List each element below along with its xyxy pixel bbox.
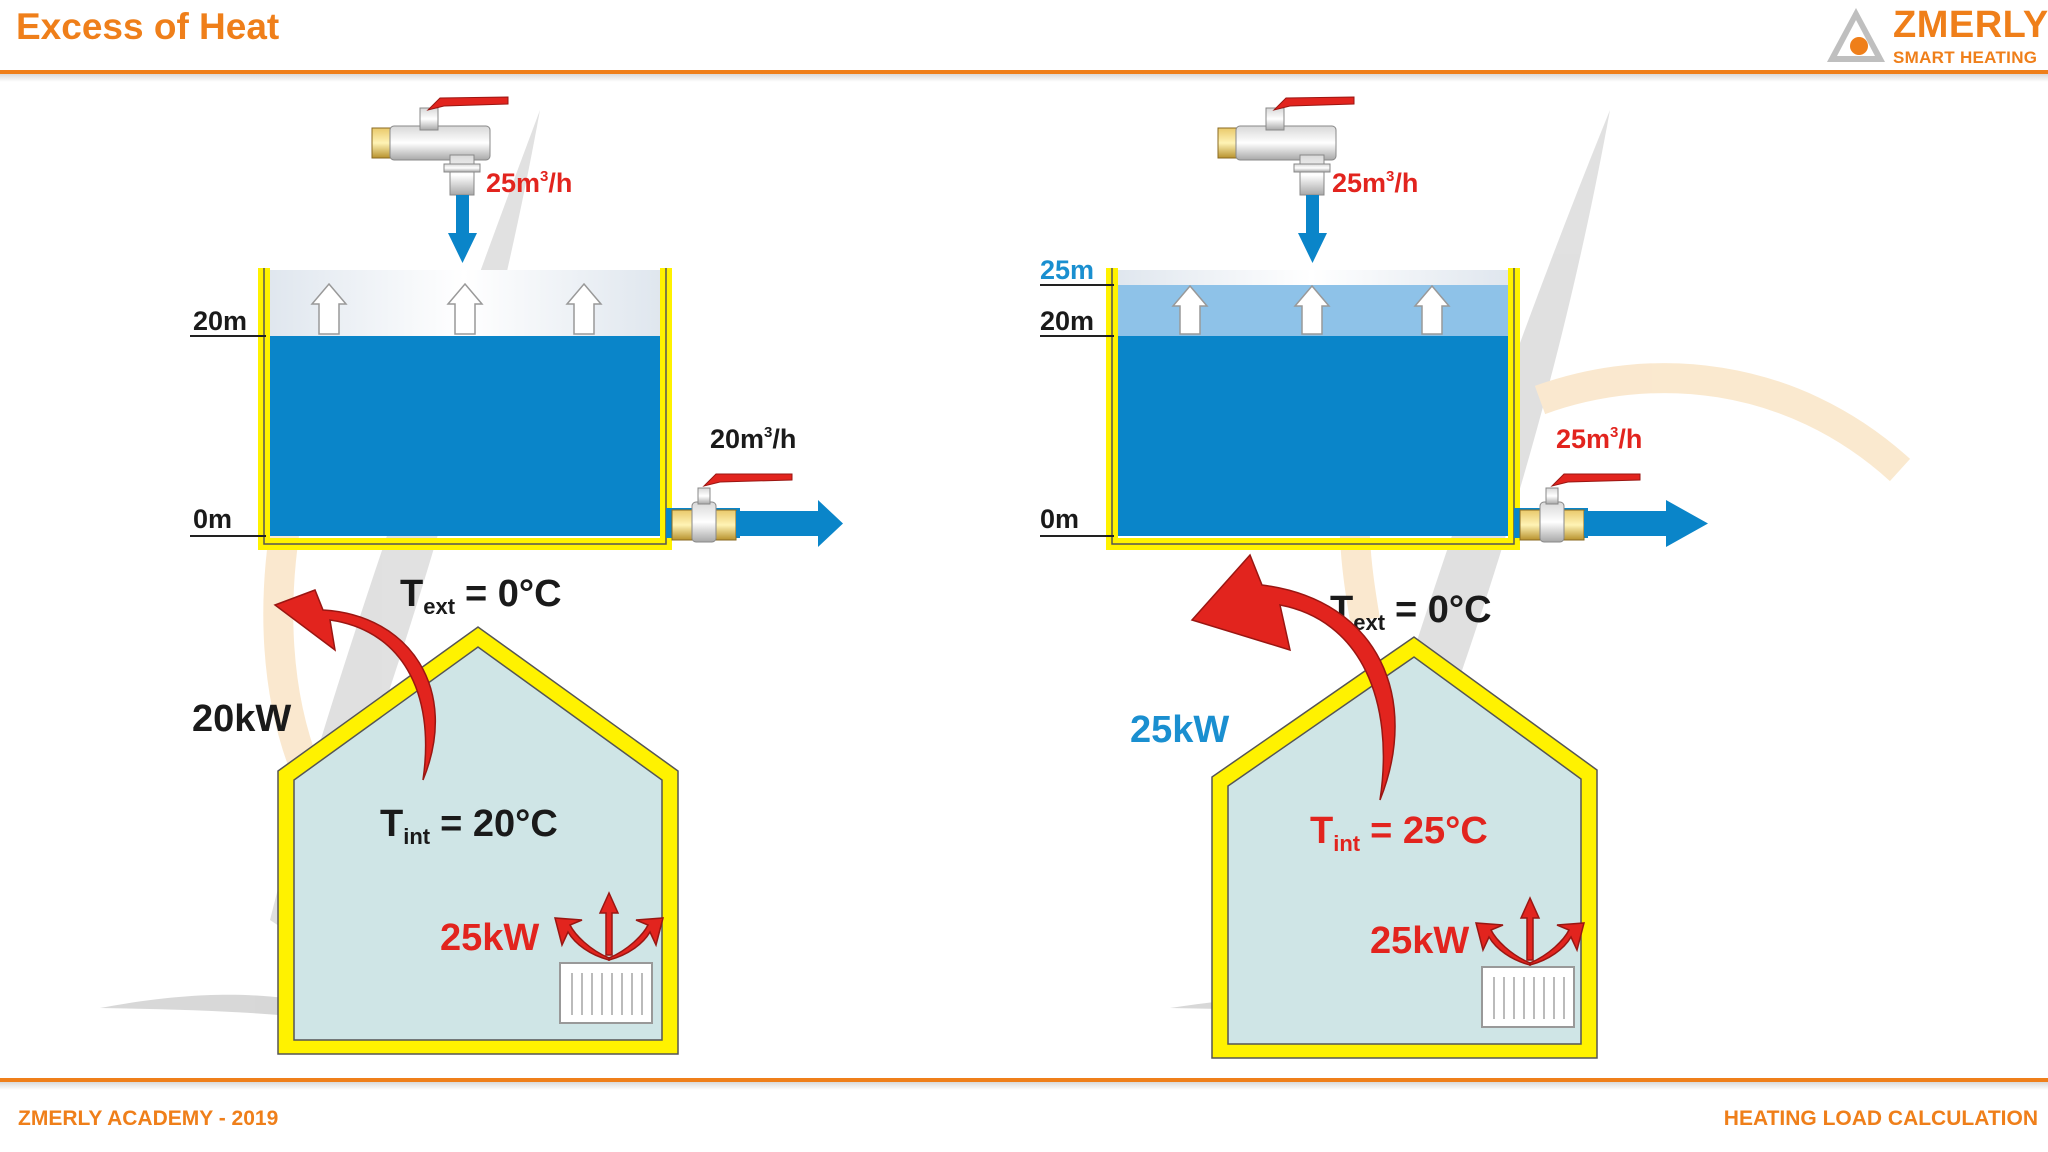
left-outflow-stream — [736, 511, 820, 536]
left-outflow-arrow — [818, 500, 843, 547]
right-tank-water — [1114, 336, 1510, 536]
left-panel: 20m 0m 25m3/h 20m3/h Text= 0°C 20kW Tint… — [190, 96, 843, 1055]
left-t-ext-label: Text= 0°C — [400, 573, 562, 619]
right-heat-loss-arrow — [1190, 553, 1396, 801]
footer-academy: ZMERLY ACADEMY - 2019 — [18, 1107, 279, 1130]
zmerly-logo: ZMERLY SMART HEATING — [1823, 4, 2048, 67]
left-faucet-icon — [371, 96, 509, 196]
left-heat-loss-label: 20kW — [192, 698, 291, 740]
left-rise-arrows — [310, 282, 603, 335]
left-outflow-label: 20m3/h — [710, 424, 796, 454]
right-outlet-valve-icon — [1514, 473, 1641, 543]
right-level-overflow-label: 25m — [1040, 255, 1094, 285]
left-tank-water — [266, 336, 662, 536]
header-rule — [0, 70, 2048, 74]
left-inflow-label: 25m3/h — [486, 168, 572, 198]
right-outflow-label: 25m3/h — [1556, 424, 1642, 454]
right-inflow-stream — [1306, 195, 1319, 233]
right-t-int-label: Tint= 25°C — [1310, 810, 1488, 856]
right-level-top-label: 20m — [1040, 306, 1094, 336]
logo-tagline: SMART HEATING — [1893, 48, 2038, 67]
right-inflow-label: 25m3/h — [1332, 168, 1418, 198]
left-heat-input-label: 25kW — [440, 917, 539, 959]
left-inflow-stream — [456, 195, 469, 233]
footer-rule — [0, 1078, 2048, 1082]
left-outlet-valve-icon — [666, 473, 793, 543]
page-title: Excess of Heat — [16, 6, 280, 47]
right-heat-emit-arrows — [1475, 896, 1585, 966]
right-tank-headspace — [1114, 270, 1510, 285]
left-heat-emit-arrows — [554, 891, 664, 961]
right-outflow-stream — [1584, 511, 1668, 536]
right-rise-arrows — [1171, 284, 1451, 335]
left-t-int-label: Tint= 20°C — [380, 803, 558, 849]
left-house-interior — [293, 646, 663, 1041]
left-level-bottom-label: 0m — [193, 504, 232, 534]
right-panel: 25m 20m 0m 25m3/h 25m3/h Text= 0°C 25kW … — [1040, 96, 1708, 1059]
footer-course: HEATING LOAD CALCULATION — [1723, 1107, 2038, 1130]
left-inflow-arrow — [448, 233, 477, 263]
right-heat-input-label: 25kW — [1370, 920, 1469, 962]
logo-name: ZMERLY — [1893, 4, 2048, 46]
right-faucet-icon — [1217, 96, 1355, 196]
left-radiator-icon — [559, 962, 653, 1024]
right-house-interior — [1227, 656, 1582, 1045]
left-level-top-label: 20m — [193, 306, 247, 336]
right-radiator-icon — [1481, 966, 1575, 1028]
right-outflow-arrow — [1666, 500, 1708, 547]
right-inflow-arrow — [1298, 233, 1327, 263]
left-heat-loss-arrow — [273, 589, 437, 781]
right-level-bottom-label: 0m — [1040, 504, 1079, 534]
right-heat-loss-label: 25kW — [1130, 709, 1229, 751]
logo-triangle-icon — [1827, 8, 1885, 62]
